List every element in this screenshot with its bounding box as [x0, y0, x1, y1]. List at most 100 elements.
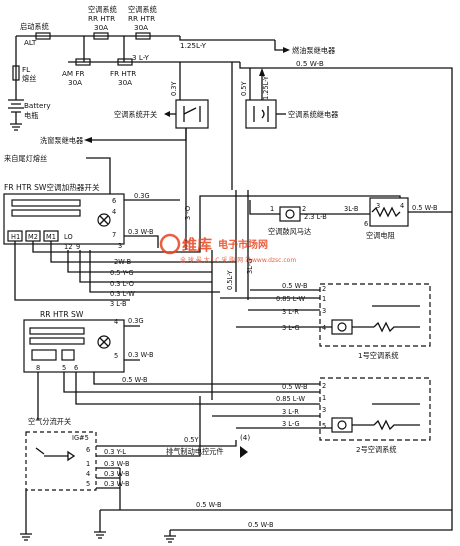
washer-relay-arrow — [84, 128, 187, 143]
u1-wire-05wb: 0.5 W-B — [282, 282, 308, 290]
pin-4: 4 — [112, 208, 116, 216]
fuse-rr2-sub: RR HTR — [128, 14, 155, 23]
fuse-amfr-rating: 30A — [68, 78, 82, 87]
tail-fuse-label: 来自尾灯熔丝 — [4, 154, 47, 163]
u2-pin-2: 2 — [322, 382, 326, 390]
washer-relay-label: 洗窗泵继电器 — [40, 136, 83, 145]
wire-03y: 0.3Y — [170, 81, 178, 96]
rr-heater-switch — [23, 319, 300, 420]
wire-05wb-top: 0.5 W-B — [296, 59, 324, 68]
watermark-sub: 全 球 最 大 I C 采 购 网 站 — [180, 256, 251, 264]
pin-6: 6 — [112, 197, 116, 205]
wire-03wb: 0.3 W-B — [128, 228, 154, 236]
wire-05y: 0.5Y — [240, 81, 248, 96]
u1-pin-3: 3 — [322, 307, 326, 315]
bottom-wire-05wb-1: 0.5 W-B — [196, 501, 222, 509]
wire-05ly: 0.5L-Y — [226, 269, 234, 290]
u2-wire-3lg: 3 L-G — [282, 420, 300, 428]
rr-pin-6: 6 — [74, 364, 78, 372]
wire-03g: 0.3G — [134, 192, 150, 200]
wire-23lb: 2.3 L-B — [304, 213, 327, 221]
battery-label: Battery — [24, 101, 51, 110]
fl-fuse-cn: 熔丝 — [22, 74, 36, 83]
fuse-rr2-name: 空调系统 — [128, 5, 157, 14]
as-wire-03wb2: 0.3 W-B — [104, 470, 130, 478]
u2-pin-1: 1 — [322, 394, 326, 402]
as-pin-4: 4 — [86, 470, 90, 478]
u1-wire-085lw: 0.85 L-W — [276, 295, 305, 303]
pin-m2: M2 — [28, 233, 38, 241]
rr-wire-03g: 0.3G — [128, 317, 144, 325]
battery-branch — [8, 65, 24, 131]
wire-3ly: 3 L-Y — [132, 53, 149, 62]
rr-pin-5b: 5 — [62, 364, 66, 372]
u2-pin-5: 5 — [322, 422, 326, 430]
u2-wire-085lw: 0.85 L-W — [276, 395, 305, 403]
pin-lo: LO — [64, 233, 73, 241]
watermark: 维库 电子市场网 全 球 最 大 I C 采 购 网 站 www.dzsc.co… — [159, 233, 296, 264]
fr-heater-switch-label: FR HTR SW空调加热器开关 — [4, 182, 100, 192]
fuse-amfr-name: AM FR — [62, 69, 85, 78]
as-wire-05y: 0.5Y — [184, 436, 199, 444]
u1-pin-4: 4 — [322, 324, 326, 332]
pin-7: 7 — [112, 231, 116, 239]
ac-unit-2 — [212, 377, 431, 441]
as-pin-5: 5 — [86, 480, 90, 488]
fuse-rr2-rating: 30A — [134, 23, 148, 32]
as-pin-1: 1 — [86, 460, 90, 468]
blower-motor-label: 空调鼓风马达 — [268, 227, 311, 236]
wire-3o: 3 -O — [184, 206, 192, 220]
fuse-alt-name: 启动系统 — [20, 22, 49, 31]
air-split-switch-label: 空气分流开关 — [28, 417, 71, 426]
wire-3lb2: 3 L-B — [110, 300, 127, 308]
rr-pin-5: 5 — [114, 352, 118, 360]
u1-wire-3lr: 3 L-R — [282, 308, 299, 316]
as-pin-6: 6 — [86, 446, 90, 454]
as-wire-03yl: 0.3 Y-L — [104, 448, 126, 456]
wire-125ly-v: 1.25L-Y — [262, 75, 270, 100]
ac-unit-2-label: 2号空调系统 — [356, 445, 397, 454]
fuse-frhtr-rating: 30A — [118, 78, 132, 87]
ac-unit-1-label: 1号空调系统 — [358, 351, 399, 360]
resistor — [280, 195, 452, 227]
fuse-rr1-sub: RR HTR — [88, 14, 115, 23]
pin-9: 9 — [76, 243, 80, 251]
wire-05yg: 0.5 Y-G — [110, 269, 134, 277]
bottom-wire-05wb-2: 0.5 W-B — [248, 521, 274, 529]
fuse-row — [15, 32, 275, 66]
wire-05wb-res: 0.5 W-B — [412, 204, 438, 212]
u2-wire-05wb: 0.5 W-B — [282, 383, 308, 391]
res-pin-6: 6 — [364, 220, 368, 228]
resistor-label: 空调电阻 — [366, 231, 395, 240]
fr-heater-switch — [3, 193, 125, 245]
ac-relay-label: 空调系统继电器 — [288, 110, 338, 119]
rr-pin-8: 8 — [36, 364, 40, 372]
wire-03lw: 0.3 L-W — [110, 290, 135, 298]
ground-runs — [20, 500, 453, 543]
pin-m1: M1 — [46, 233, 56, 241]
u2-wire-05wb-a: 0.5 W-B — [122, 376, 148, 384]
top-right-wiring: 1.25L-Y 0.5 W-B 3 L-Y — [132, 40, 453, 500]
fuel-pump-relay-label: 燃油泵继电器 — [292, 46, 335, 55]
air-split-switch — [25, 396, 248, 516]
fuse-frhtr-name: FR HTR — [110, 69, 136, 78]
rr-pin-4: 4 — [114, 318, 118, 326]
as-wire-03wb1: 0.3 W-B — [104, 460, 130, 468]
as-wire-03wb3: 0.3 W-B — [104, 480, 130, 488]
battery-cn: 电瓶 — [24, 111, 38, 120]
rr-wire-03wb: 0.3 W-B — [128, 351, 154, 359]
ac-switch — [164, 99, 209, 129]
pin-h1: H1 — [11, 233, 20, 241]
watermark-main: 维库 — [182, 236, 212, 254]
watermark-logo-icon — [159, 233, 181, 255]
res-pin-3: 3 — [376, 202, 380, 210]
u1-wire-3lg: 3 L-G — [282, 324, 300, 332]
ac-unit-1 — [220, 283, 431, 347]
u2-wire-3lr: 3 L-R — [282, 408, 299, 416]
blower-motor — [249, 200, 370, 222]
wire-03lo: 0.3 L-O — [110, 280, 134, 288]
wire-2wb: 2W-B — [114, 258, 132, 266]
fuse-alt-rating: ALT — [24, 38, 37, 47]
fuse-rr1-rating: 30A — [94, 23, 108, 32]
